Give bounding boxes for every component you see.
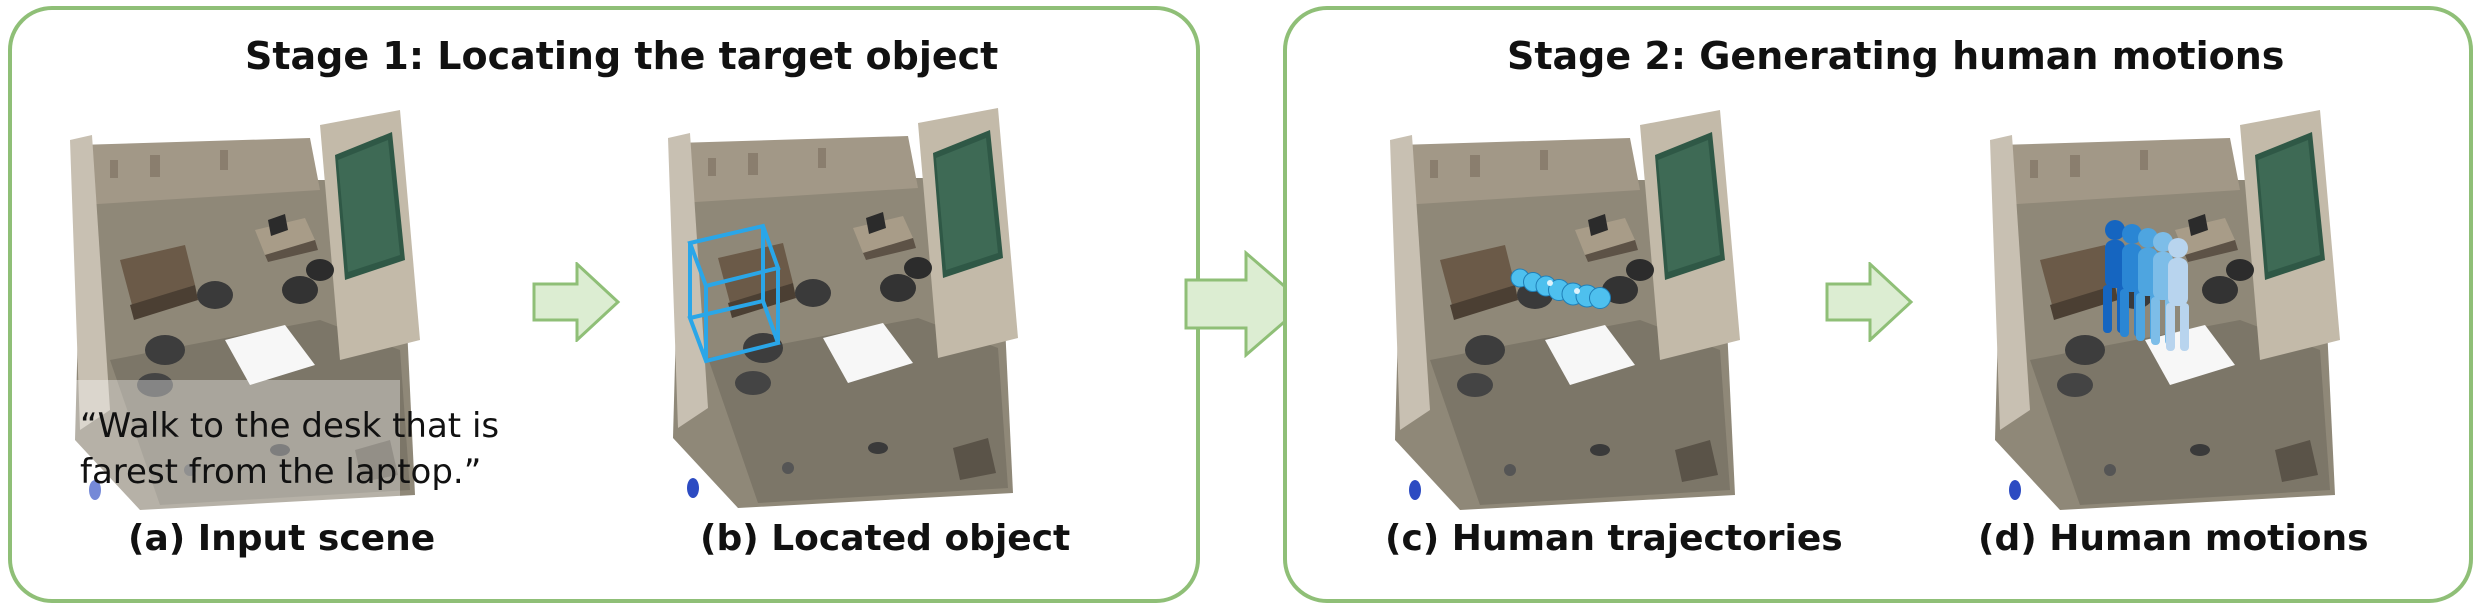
human-trajectories-image — [1390, 110, 1740, 510]
caption-human-trajectories: (c) Human trajectories — [1385, 518, 1843, 559]
input-scene-image — [70, 110, 420, 510]
caption-human-motions: (d) Human motions — [1978, 518, 2369, 559]
right-arrow-icon — [1825, 262, 1914, 342]
stage2-title: Stage 2: Generating human motions — [1507, 34, 2285, 78]
human-motions-image — [1990, 110, 2340, 510]
stage-transition-arrow-icon — [1184, 250, 1308, 358]
instruction-line-2: farest from the laptop.” — [80, 452, 482, 492]
stage1-title: Stage 1: Locating the target object — [245, 34, 999, 78]
right-arrow-icon — [532, 262, 621, 342]
caption-input-scene: (a) Input scene — [128, 518, 436, 559]
located-object-image — [668, 108, 1018, 508]
instruction-line-1: “Walk to the desk that is — [80, 406, 500, 446]
caption-located-object: (b) Located object — [700, 518, 1071, 559]
instruction-text: “Walk to the desk that is farest from th… — [80, 403, 499, 495]
